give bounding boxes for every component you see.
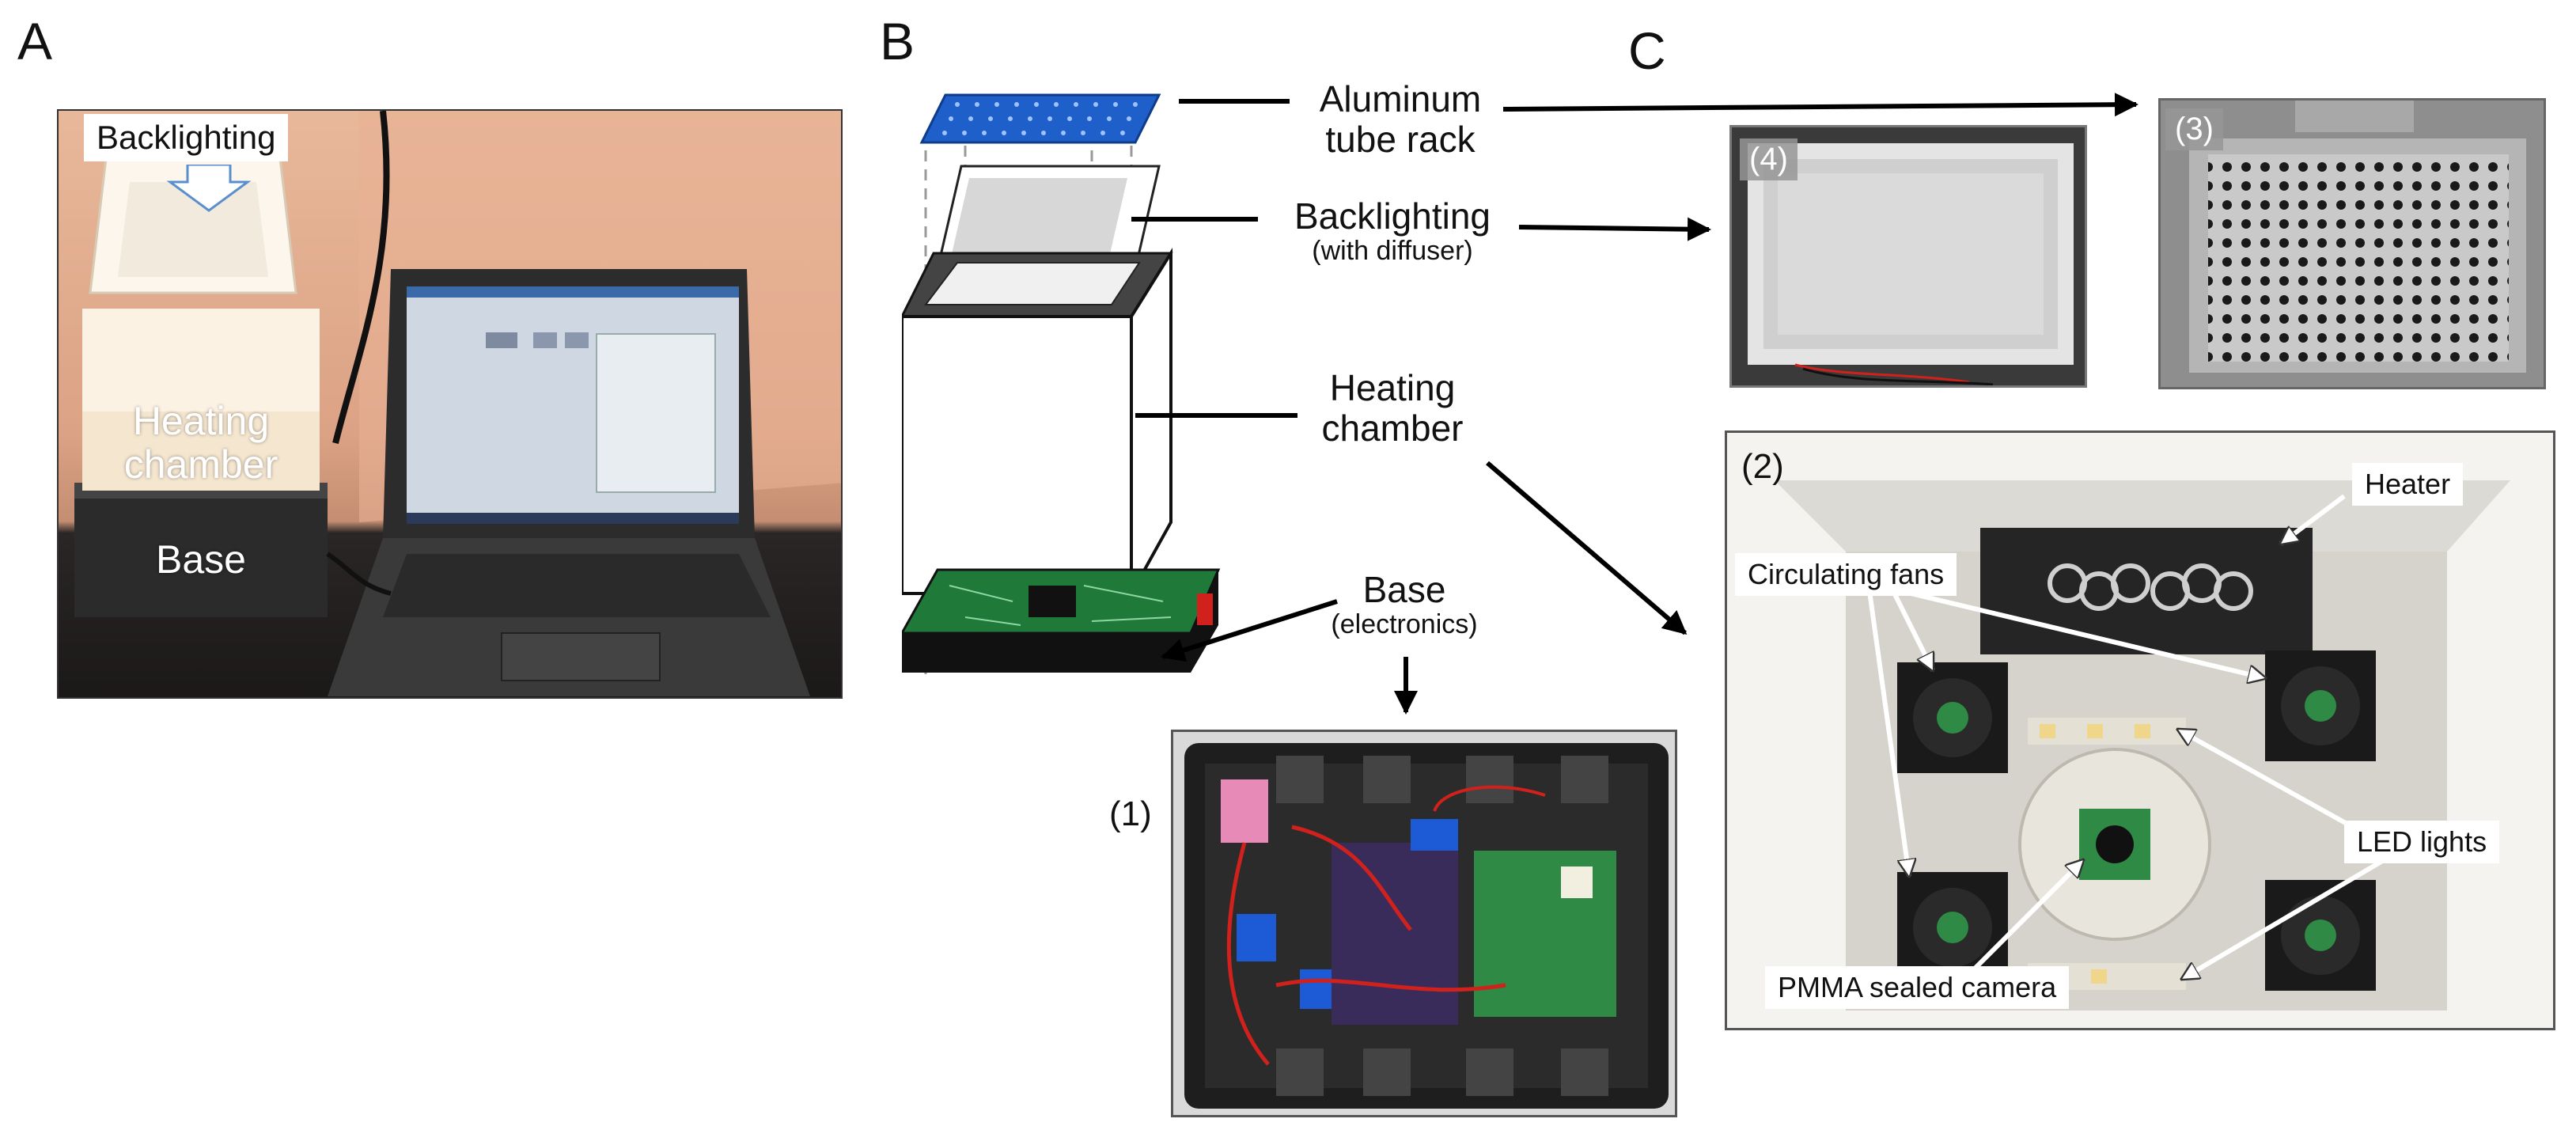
photo-label-2: (2) xyxy=(1741,447,1784,486)
photo-tube-rack: (3) xyxy=(2158,98,2546,389)
tube-rack-shape xyxy=(919,93,1161,144)
heating-chamber-diagram-label: Heating chamber xyxy=(1282,368,1503,448)
panel-letter-b: B xyxy=(880,12,915,70)
photo-a-illustration xyxy=(74,111,841,696)
photo-electronics xyxy=(1171,730,1677,1117)
base-diagram-label: Base (electronics) xyxy=(1305,570,1503,639)
chamber-interior-illustration xyxy=(1727,433,2553,1028)
heater-callout: Heater xyxy=(2352,463,2464,506)
down-arrow-icon xyxy=(166,165,252,212)
tube-rack-illustration xyxy=(2161,100,2544,387)
panel-letter-c: C xyxy=(1628,21,1666,80)
backlighting-label: Backlighting (with diffuser) xyxy=(1258,196,1527,266)
interior-callout-arrows xyxy=(1867,494,2385,981)
circulating-fans-callout: Circulating fans xyxy=(1735,553,1957,596)
exploded-diagram xyxy=(902,93,1221,681)
photo-system-overview: Backlighting Heating chamber Base xyxy=(57,109,843,699)
base-box xyxy=(902,568,1221,673)
backlighting-illustration xyxy=(1748,143,2074,385)
base-diagram-sub: (electronics) xyxy=(1331,609,1478,639)
electronics-illustration xyxy=(1184,743,1669,1109)
heating-chamber-box xyxy=(902,248,1173,600)
base-label: Base xyxy=(156,537,246,582)
base-diagram-main: Base xyxy=(1362,569,1446,610)
backlighting-callout: Backlighting xyxy=(84,114,289,161)
power-switch-icon xyxy=(1197,593,1213,625)
heating-diagram-line1: Heating xyxy=(1329,367,1456,408)
photo-label-3: (3) xyxy=(2165,108,2223,150)
heating-label-line2: chamber xyxy=(123,442,278,487)
photo-chamber-interior: (2) Heater Circulating fans LED lights P… xyxy=(1725,430,2555,1030)
aluminum-tube-rack-label: Aluminum tube rack xyxy=(1282,79,1519,159)
heating-diagram-line2: chamber xyxy=(1321,407,1464,449)
backlighting-label-main: Backlighting xyxy=(1294,195,1491,237)
aluminum-label-line2: tube rack xyxy=(1325,118,1476,160)
photo-label-4: (4) xyxy=(1740,138,1798,180)
photo-backlighting: (4) xyxy=(1729,125,2087,388)
heating-chamber-label: Heating chamber xyxy=(114,400,288,487)
backlighting-label-sub: (with diffuser) xyxy=(1312,235,1473,266)
photo-label-1: (1) xyxy=(1109,794,1152,833)
aluminum-label-line1: Aluminum xyxy=(1319,78,1482,119)
panel-letter-a: A xyxy=(17,12,53,70)
pmma-camera-callout: PMMA sealed camera xyxy=(1765,966,2070,1009)
led-lights-callout: LED lights xyxy=(2344,821,2500,863)
heating-label-line1: Heating xyxy=(132,399,270,443)
